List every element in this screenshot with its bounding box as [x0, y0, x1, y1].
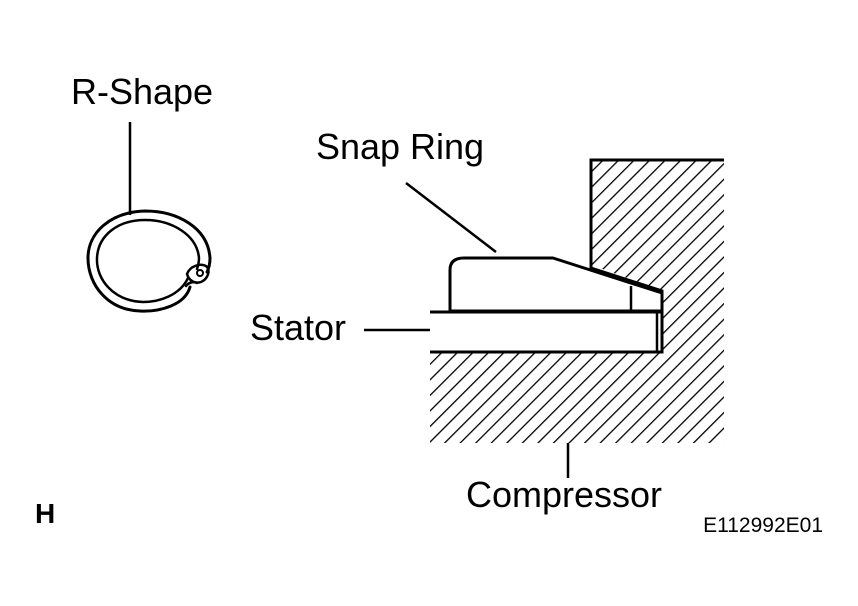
stator-part	[430, 310, 662, 354]
snap-ring-label: Snap Ring	[316, 126, 484, 167]
stator-label: Stator	[250, 307, 346, 348]
figure-code-label: E112992E01	[703, 514, 823, 537]
corner-mark-label: H	[35, 498, 55, 529]
leader-lines	[128, 122, 570, 478]
r-shape-label: R-Shape	[71, 71, 213, 112]
snap-ring-leader	[405, 182, 497, 253]
compressor-housing	[430, 160, 724, 443]
r-shape-ring-illustration	[86, 209, 212, 313]
compressor-label: Compressor	[466, 474, 662, 515]
snap-ring-section	[448, 256, 664, 313]
